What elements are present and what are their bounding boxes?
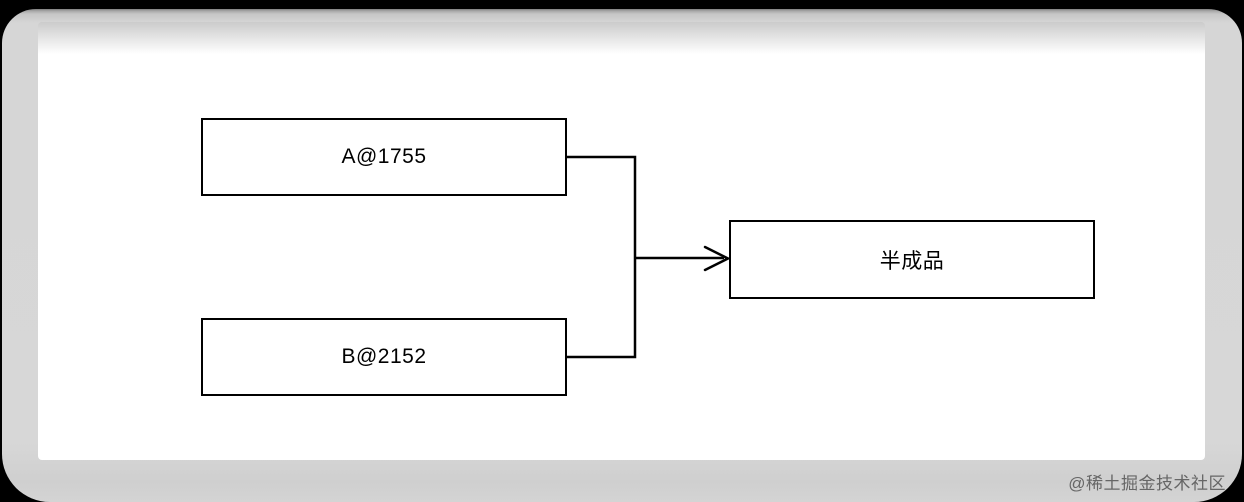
node-result-label: 半成品 bbox=[879, 249, 945, 273]
node-a-label: A@1755 bbox=[341, 145, 427, 168]
node-result: 半成品 bbox=[729, 220, 1095, 299]
node-b-label: B@2152 bbox=[341, 345, 427, 368]
node-b: B@2152 bbox=[201, 318, 567, 396]
watermark: @稀土掘金技术社区 bbox=[1068, 474, 1226, 493]
node-a: A@1755 bbox=[201, 118, 567, 196]
